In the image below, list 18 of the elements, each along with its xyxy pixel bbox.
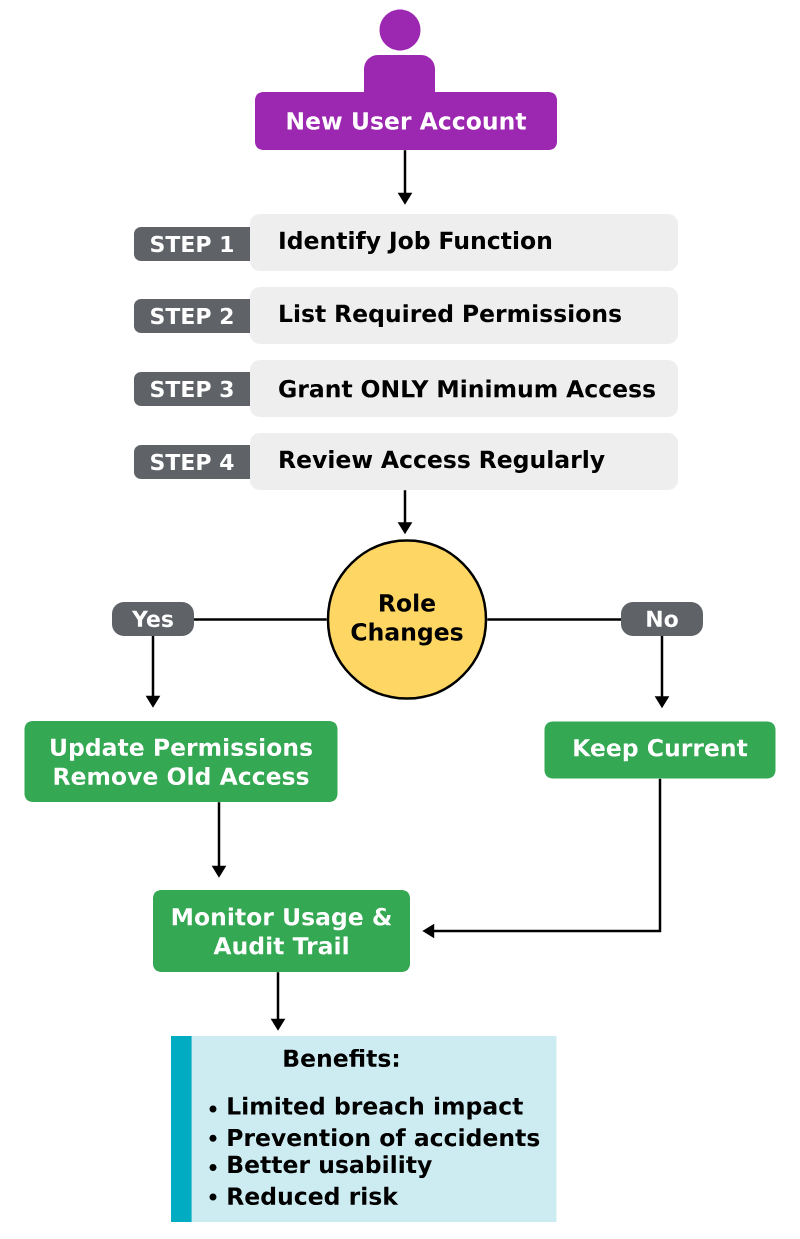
step-box: Identify Job Function [250,214,678,271]
step-box: List Required Permissions [250,287,678,344]
step-badge: STEP 3 [134,372,250,406]
step-badge: STEP 4 [134,445,250,479]
list-item: Better usability [228,1155,432,1179]
edge-label: No [621,602,703,636]
list-item: Limited breach impact [228,1096,523,1120]
list-item: Reduced risk [228,1186,399,1205]
step-badge: STEP 2 [134,299,250,333]
panel-heading: Benefits: [284,1048,399,1068]
step-badge: STEP 1 [134,227,250,261]
step-box: Review Access Regularly [250,433,678,490]
step-box: Grant ONLY Minimum Access [250,360,678,417]
edge-label: Yes [112,602,194,636]
process-box: Update Permissions Remove Old Access [24,721,338,802]
list-item: Prevention of accidents [228,1128,540,1147]
process-box: Keep Current [544,721,776,779]
process-box: Monitor Usage & Audit Trail [153,890,410,972]
